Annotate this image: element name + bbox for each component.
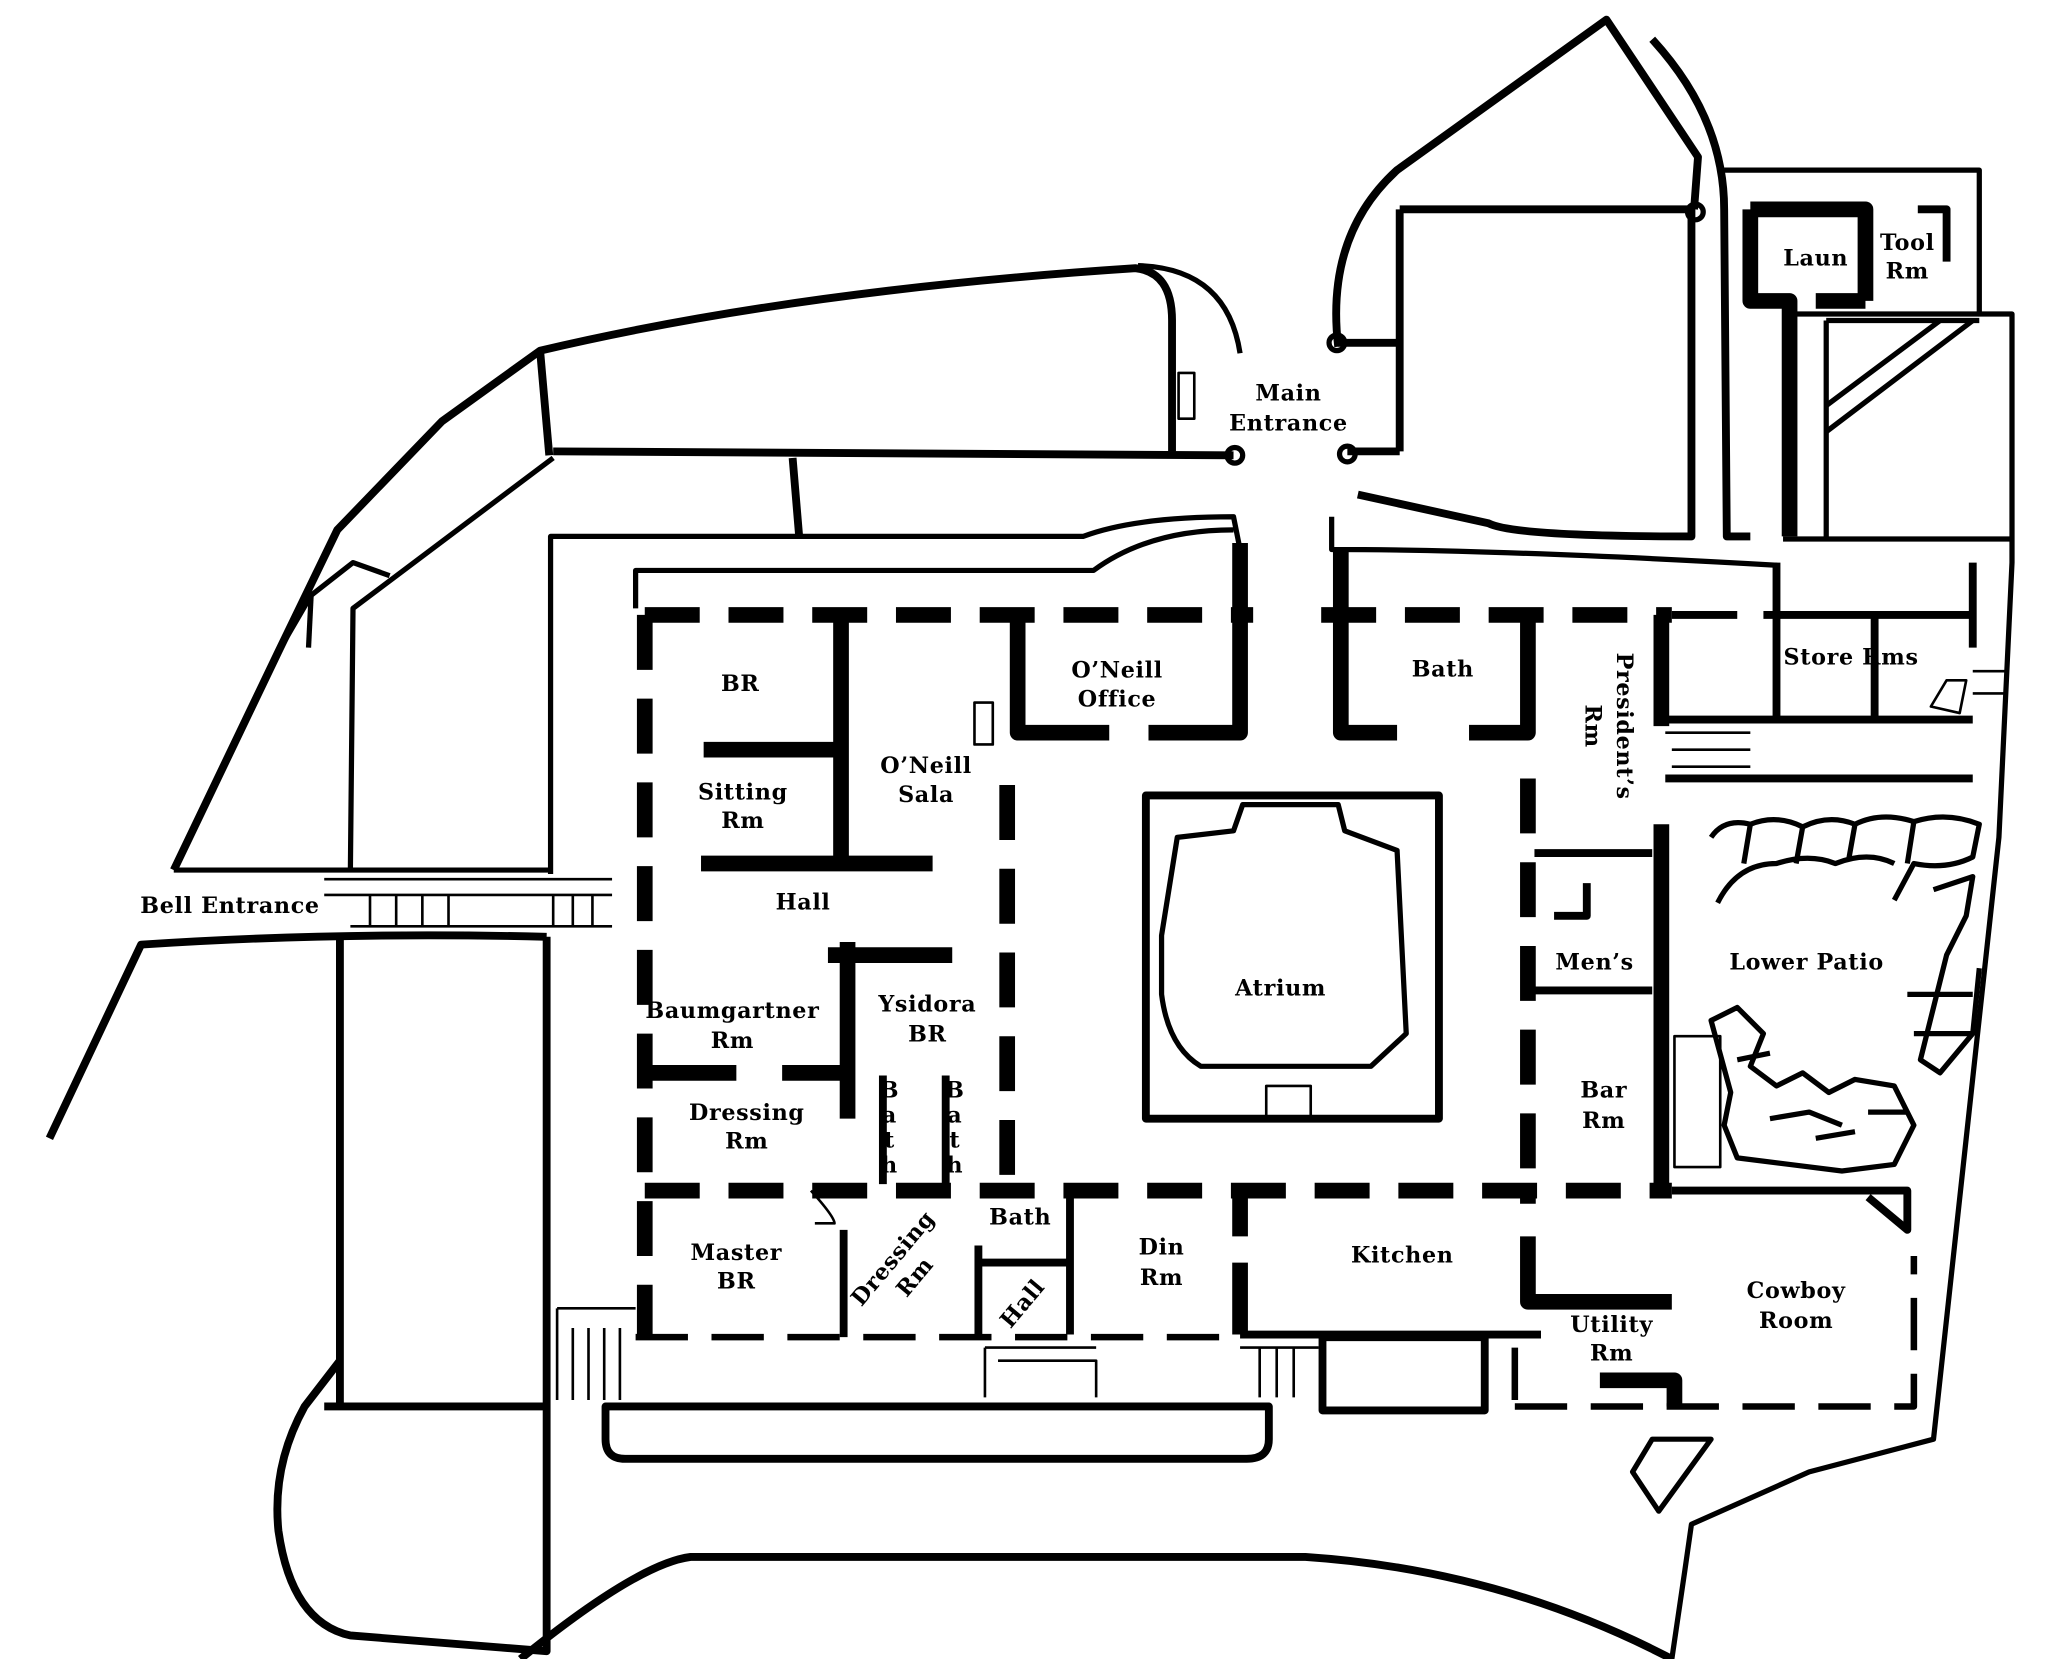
main-house-walls bbox=[635, 542, 1977, 1514]
label-dressing-rm-2: DressingRm bbox=[846, 1206, 962, 1330]
label-presidents-rm: President’sRm bbox=[1579, 653, 1636, 800]
label-hall-south: Hall bbox=[995, 1274, 1050, 1333]
atrium bbox=[1141, 791, 1443, 1123]
label-mens: Men’s bbox=[1555, 949, 1633, 975]
label-kitchen: Kitchen bbox=[1351, 1243, 1454, 1269]
label-br: BR bbox=[721, 671, 760, 697]
label-hall: Hall bbox=[776, 889, 831, 915]
label-store-rms: Store Rms bbox=[1783, 645, 1918, 671]
label-bath-south: Bath bbox=[989, 1205, 1051, 1231]
label-laun: Laun bbox=[1783, 246, 1848, 272]
label-bath-north: Bath bbox=[1412, 656, 1474, 682]
outer-grounds bbox=[45, 15, 2015, 1659]
stairs bbox=[324, 669, 2006, 1400]
label-bell-entrance: Bell Entrance bbox=[140, 893, 319, 919]
label-atrium: Atrium bbox=[1234, 976, 1326, 1002]
lower-patio-stones bbox=[1673, 814, 1982, 1174]
label-lower-patio: Lower Patio bbox=[1729, 949, 1883, 975]
